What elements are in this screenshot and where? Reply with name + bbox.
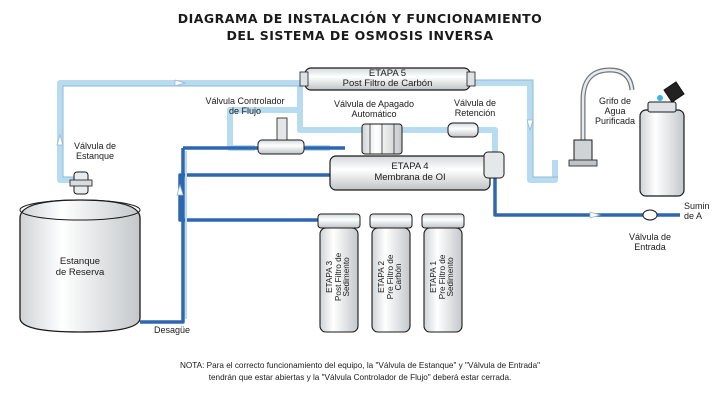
tank-valve-label-1: Válvula de [73,141,117,151]
faucet-label-2: Agua [604,106,626,116]
etapa4-label-1: ETAPA 4 [391,161,429,172]
inlet-valve-icon [642,209,658,221]
tank-label-1: Estanque [59,256,101,267]
flow-arrows [56,79,602,219]
check-valve-icon [447,122,479,138]
flow-controller-label-1: Válvula Controlador [205,96,285,106]
drain-label: Desagüe [153,325,191,335]
auto-shutoff-valve-icon [361,123,403,155]
flow-controller-label-2: de Flujo [228,106,262,116]
supply-label-2: de A [684,211,703,221]
stage4-membrane [329,151,505,191]
stage5-filter [299,67,476,91]
tank-valve-icon [69,171,93,195]
check-valve-label-2: Retención [454,108,496,118]
supply-label-1: Sumin [684,201,710,211]
check-valve-label-1: Válvula de [453,98,497,108]
bottle-icon [639,81,685,197]
stage3-filter [317,213,361,333]
flow-controller-valve-icon [257,117,305,155]
auto-shutoff-label-2: Automático [351,109,397,119]
reserve-tank [19,199,141,333]
faucet-label-1: Grifo de [598,96,631,106]
title-line-2: DEL SISTEMA DE OSMOSIS INVERSA [226,28,494,43]
etapa4-label-2: Membrana de OI [374,172,446,183]
tank-label-2: de Reserva [55,267,105,278]
faucet-label-3: Purificada [594,116,636,126]
title-line-1: DIAGRAMA DE INSTALACIÓN Y FUNCIONAMIENTO [177,11,543,26]
note-line-1: NOTA: Para el correcto funcionamiento de… [179,361,541,370]
auto-shutoff-label-1: Válvula de Apagado [333,99,415,109]
stage-filters [317,213,465,333]
etapa5-label-1: ETAPA 5 [368,68,407,79]
stage1-filter [421,213,465,333]
faucet-icon [568,67,635,167]
etapa5-label-2: Post Filtro de Carbón [342,78,433,89]
inlet-valve-label-2: Entrada [634,242,666,252]
inlet-valve-label-1: Válvula de [628,232,672,242]
tank-valve-label-2: Estanque [75,151,115,161]
stage2-filter [369,213,413,333]
note-line-2: tendrán que estar abiertas y la "Válvula… [208,373,512,382]
